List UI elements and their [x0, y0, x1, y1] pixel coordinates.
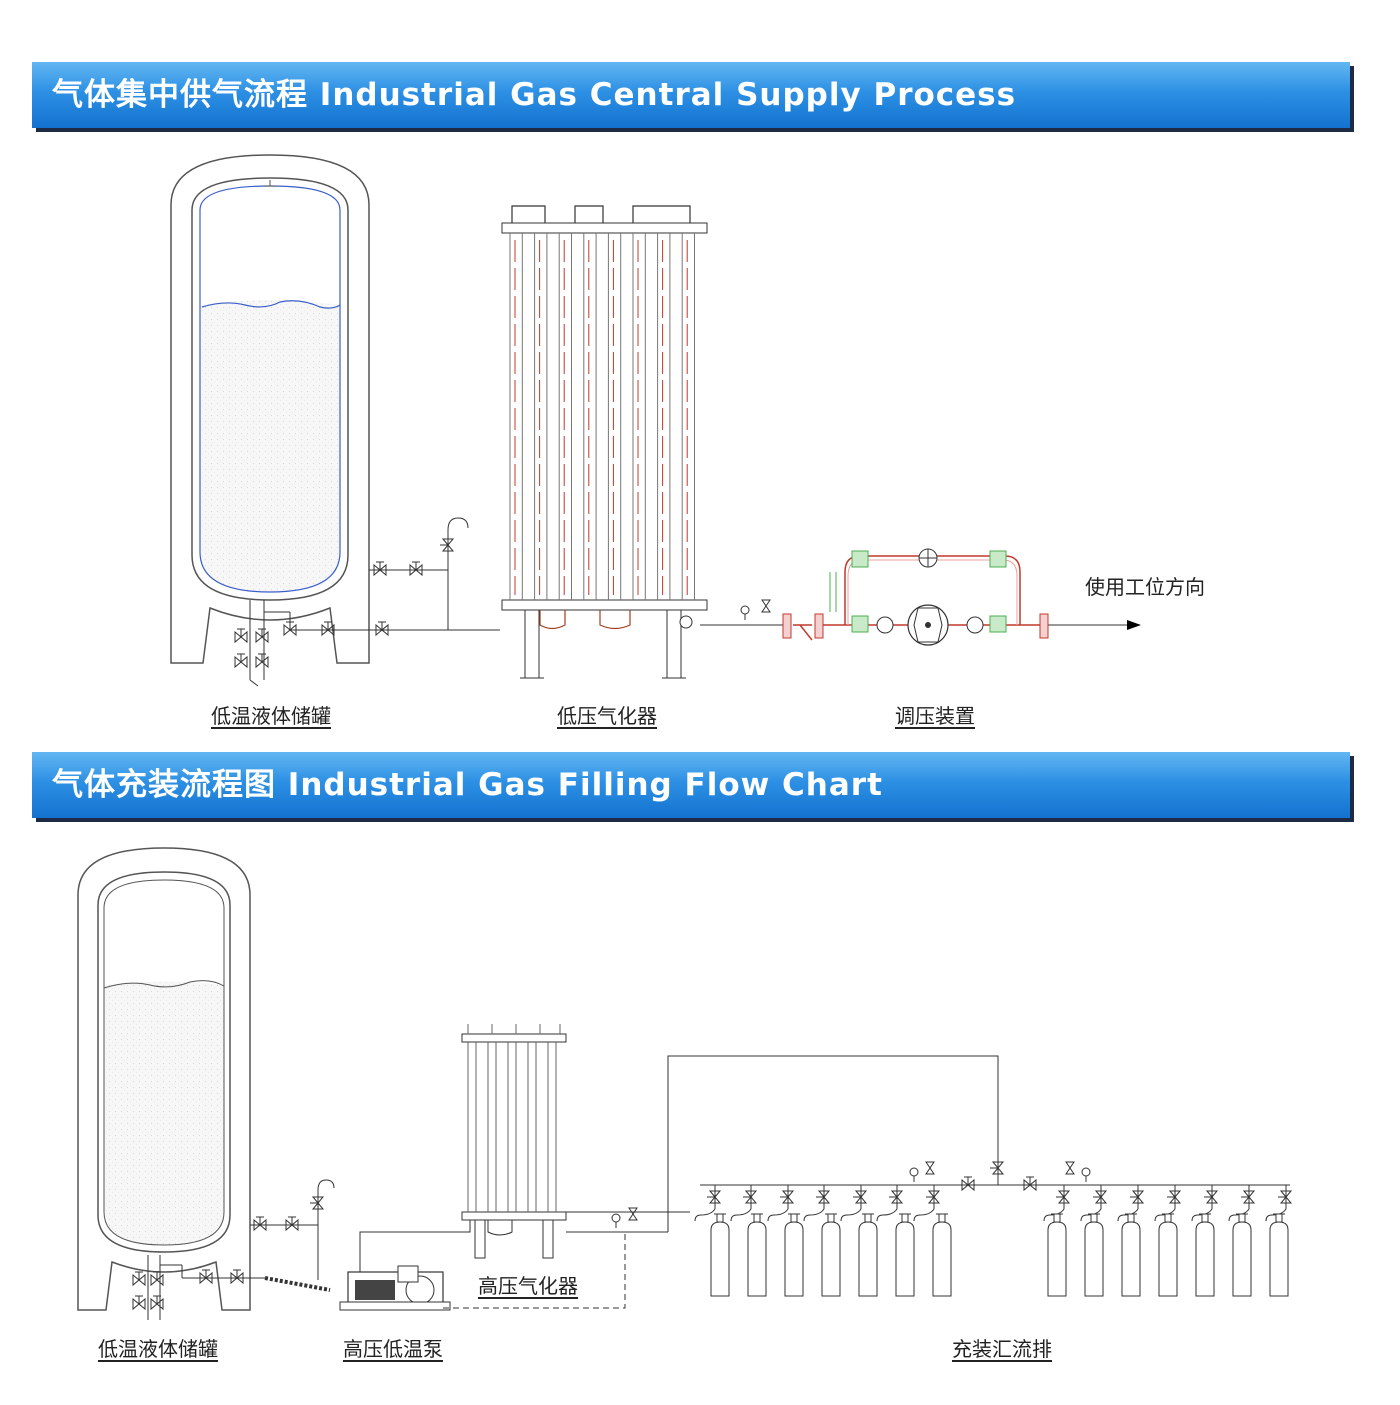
section1-regulator-label: 调压装置 — [895, 704, 975, 728]
cryogenic-tank-2 — [77, 847, 251, 1311]
section2-title: 气体充装流程图 Industrial Gas Filling Flow Char… — [52, 767, 883, 803]
section1-title: 气体集中供气流程 Industrial Gas Central Supply P… — [52, 77, 1017, 113]
high-pressure-vaporizer — [461, 1024, 567, 1259]
cryogenic-tank-1 — [170, 154, 370, 664]
tank1-piping — [234, 517, 500, 687]
cryogenic-pump — [339, 1211, 690, 1311]
section2-pump-label: 高压低温泵 — [343, 1337, 443, 1361]
section1-tank-label: 低温液体储罐 — [211, 704, 331, 728]
section2-tank-label: 低温液体储罐 — [98, 1337, 218, 1361]
pressure-regulator — [782, 548, 1049, 646]
section1-direction-label: 使用工位方向 — [1085, 575, 1205, 599]
section2-manifold-label: 充装汇流排 — [952, 1337, 1052, 1361]
section1-vaporizer-label: 低压气化器 — [557, 704, 657, 728]
section2-banner: 气体充装流程图 Industrial Gas Filling Flow Char… — [32, 752, 1350, 818]
low-pressure-vaporizer — [501, 205, 708, 679]
filling-line — [566, 1055, 1290, 1233]
section1-banner: 气体集中供气流程 Industrial Gas Central Supply P… — [32, 62, 1350, 128]
supply-line — [700, 599, 1141, 630]
tank2-piping — [132, 1179, 335, 1320]
section2-vaporizer-label: 高压气化器 — [478, 1274, 578, 1298]
